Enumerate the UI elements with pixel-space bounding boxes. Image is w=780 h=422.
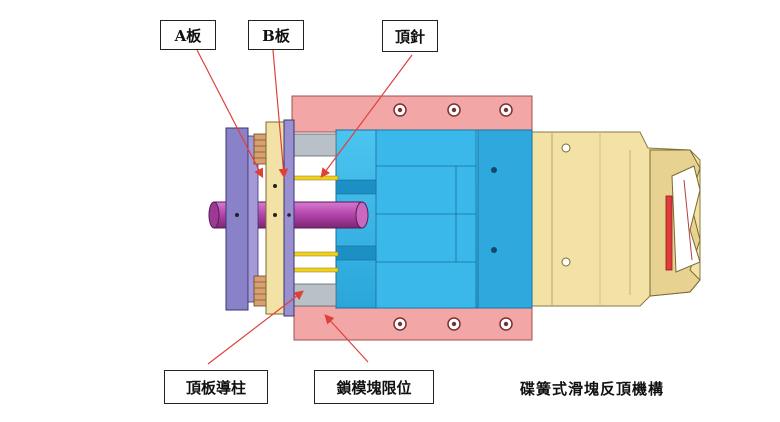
core-block: [335, 129, 533, 309]
disc-springs: [253, 133, 267, 307]
a-plate-shape: [283, 119, 295, 317]
leader-arrows: [196, 49, 413, 365]
label-ejector-guide-post: 頂板導柱: [164, 370, 268, 404]
pink-side-block-bottom: [293, 305, 533, 341]
pink-side-block-top: [291, 95, 533, 133]
label-mold-lock-limit: 鎖模塊限位: [314, 370, 434, 404]
guide-sleeves: [291, 133, 337, 307]
label-a-plate: A板: [160, 20, 216, 50]
slider-block: [529, 131, 701, 307]
ejector-plate: [225, 127, 259, 311]
label-b-plate: B板: [248, 20, 304, 50]
label-ejector-pin: 頂針: [382, 20, 438, 52]
figure-caption: 碟簧式滑塊反頂機構: [520, 380, 665, 398]
